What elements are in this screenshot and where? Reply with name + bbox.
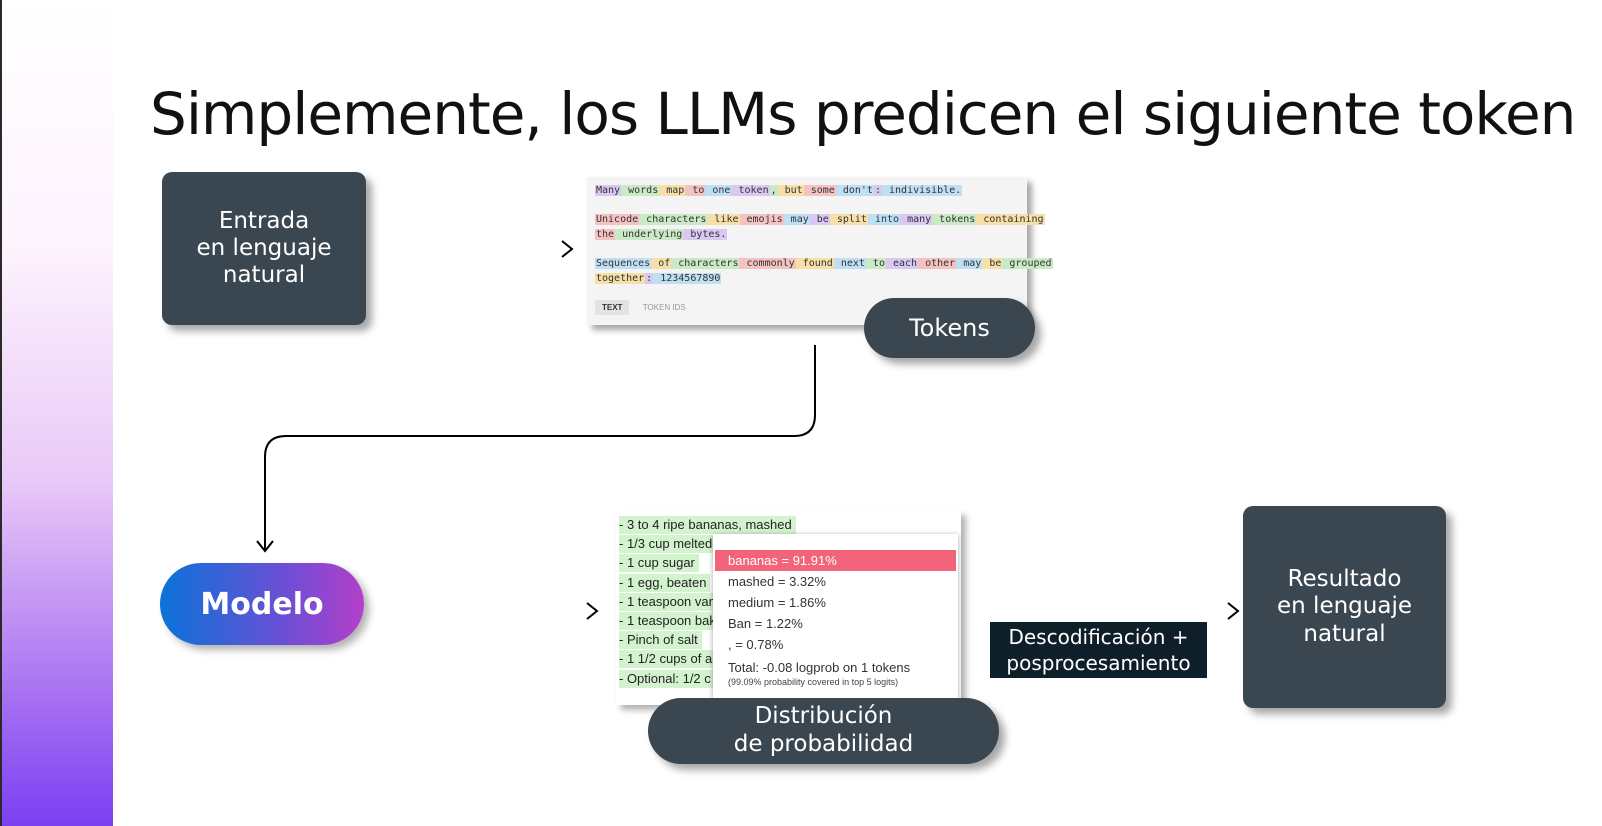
token: of [651,258,672,269]
token: may [783,214,810,225]
total-logprob: Total: -0.08 logprob on 1 tokens [728,660,911,675]
token-line: Sequences of characters commonly found n… [595,256,1053,271]
model-node: Modelo [160,563,364,645]
token: into [867,214,901,225]
token-line: Many words map to one token, but some do… [595,183,1019,198]
token: split [829,214,868,225]
token: like [707,214,740,225]
coverage-note: (99.09% probability covered in top 5 log… [728,677,899,687]
token-probability: Ban = 1.22% [728,616,803,631]
tab-text[interactable]: TEXT [595,300,630,315]
token-line: together: 1234567890 [595,271,1019,286]
token: may [956,258,983,269]
token: the [595,229,616,240]
token: tokens [932,214,977,225]
recipe-line: - 3 to 4 ripe bananas, mashed [619,516,796,534]
token: : [645,273,654,284]
tokenizer-panel: Many words map to one token, but some do… [587,177,1053,325]
token: together [595,273,646,284]
slide-title: Simplemente, los LLMs predicen el siguie… [150,80,1576,148]
token: Unicode [595,214,640,225]
token: , [769,185,778,196]
tokens-label: Tokens [864,298,1035,358]
token: to [685,185,706,196]
arrow-tokens-modelo [264,345,816,550]
recipe-line: - 1 1/2 cups of al [619,650,720,669]
token: but [777,185,804,196]
recipe-line: - 1 cup sugar [619,554,699,573]
token: emojis [739,214,784,225]
token-probability: mashed = 3.32% [728,574,826,589]
token: don't [835,185,874,196]
token: next [833,258,866,269]
tokenizer-tabs: TEXT TOKEN IDS [595,300,697,315]
token: characters [639,214,708,225]
token: Sequences [595,258,652,269]
input-natural-language-box: Entrada en lenguaje natural [162,172,366,325]
output-natural-language-box: Resultado en lenguaje natural [1243,506,1446,708]
token: other [918,258,957,269]
recipe-line: - Pinch of salt [619,631,702,650]
token: characters [671,258,740,269]
token: to [865,258,886,269]
recipe-line: - 1 teaspoon bak [619,612,720,630]
token: some [803,185,836,196]
tab-token-ids[interactable]: TOKEN IDS [642,303,686,312]
token: words [621,185,660,196]
token: be [809,214,830,225]
token: many [900,214,933,225]
tokenizer-text: Many words map to one token, but some do… [595,183,1053,286]
token: containing [976,214,1045,225]
token: token [731,185,770,196]
left-border-line [0,0,2,826]
top-token-probability: bananas = 91.91% [715,550,956,571]
token: found [795,258,834,269]
output-label: Resultado en lenguaje natural [1277,566,1412,647]
recipe-line: - 1 egg, beaten [619,573,711,592]
token-probability: medium = 1.86% [728,595,826,610]
token: Many [595,185,622,196]
token-probability: , = 0.78% [728,637,784,652]
token: : [873,185,882,196]
token: map [659,185,686,196]
decorative-gradient-strip [0,0,113,826]
token: bytes. [683,229,728,240]
input-label: Entrada en lenguaje natural [196,207,332,289]
token: indivisible. [881,185,963,196]
token: grouped [1002,258,1053,269]
recipe-line: - 1/3 cup melted [619,535,717,554]
probability-distribution-label: Distribución de probabilidad [648,698,999,764]
token: underlying [615,229,684,240]
token: be [982,258,1003,269]
token-line: the underlying bytes. [595,227,1019,242]
decoding-postprocessing-label: Descodificación + posprocesamiento [990,622,1207,678]
recipe-line: - Optional: 1/2 c [619,669,715,688]
token-line: Unicode characters like emojis may be sp… [595,212,1045,227]
recipe-line: - 1 teaspoon van [619,592,720,611]
token: each [885,258,919,269]
probability-popup: Total: -0.08 logprob on 1 tokens (99.09%… [713,534,958,700]
token: one [705,185,732,196]
token: 1234567890 [653,273,722,284]
token: commonly [739,258,796,269]
